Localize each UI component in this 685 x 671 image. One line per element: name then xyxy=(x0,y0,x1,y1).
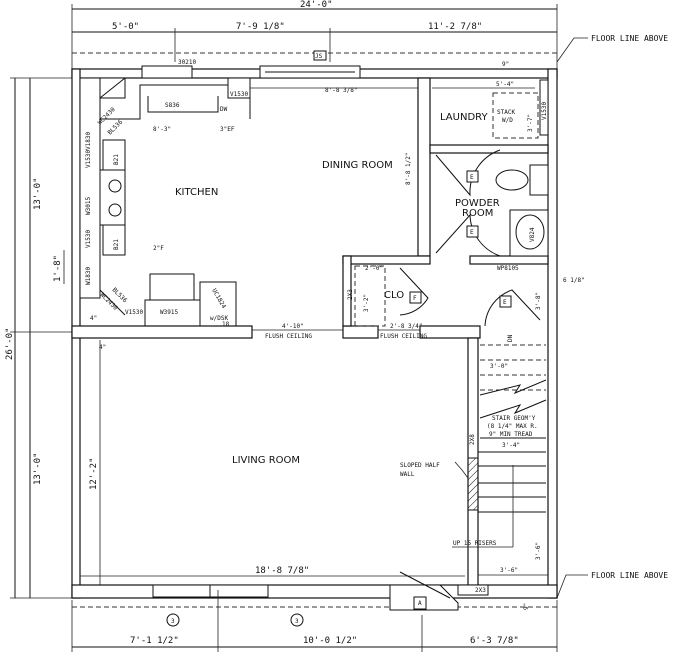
dim-top-overhang: 9" xyxy=(502,61,509,68)
dim-overall-width: 24'-0" xyxy=(300,0,333,10)
dim-clo-stud: 2X3 xyxy=(347,289,354,300)
door-tag: F xyxy=(413,295,417,302)
desk-label: 18 xyxy=(222,321,230,328)
dim-left-lower: 13'-0" xyxy=(33,452,43,485)
door-tag: E xyxy=(470,229,474,236)
dim-clo-depth: 3'-2" xyxy=(363,294,370,312)
dim-left-counter: 1'-8" xyxy=(53,255,63,282)
dishwasher-label: DW xyxy=(220,106,228,113)
cabinet-label: B21 xyxy=(113,239,120,250)
cabinet-label: V1530 xyxy=(125,309,143,316)
dim-top-c: 11'-2 7/8" xyxy=(428,22,482,32)
laundry: 5'-4" LAUNDRY STACK W/D 3'-7" V1530 xyxy=(432,79,549,139)
dim-left-overall: 26'-0" xyxy=(5,327,15,360)
interior-walls xyxy=(71,77,549,586)
stair-geometry-note: 9" MIN TREAD xyxy=(489,431,533,438)
dim-left-wall-a: 4" xyxy=(90,315,97,322)
stairs-dn-label: DN xyxy=(507,334,514,342)
dim-clo-width: 2'-0" xyxy=(365,265,383,272)
dim-top-b: 7'-9 1/8" xyxy=(236,22,285,32)
flush-ceiling-note: FLUSH CEILING xyxy=(380,333,427,340)
left-dimensions: 13'-0" 26'-0" 13'-0" 1'-8" 4" 4" 12'-2" xyxy=(5,77,106,599)
dim-bottom-c: 6'-3 7/8" xyxy=(470,636,519,646)
kitchen-cabinets: WC2430 BL536 V1530 S836 DW 8'-3" 3"EF V1… xyxy=(79,77,251,328)
dim-stack-depth: 3'-7" xyxy=(527,114,534,132)
dim-hall-depth: 3'-8" xyxy=(535,292,542,310)
dim-bottom-b: 10'-0 1/2" xyxy=(303,636,357,646)
dim-bottom-overhang: 9" xyxy=(523,603,530,610)
cabinet-label: W3915 xyxy=(160,309,178,316)
sink-label: S836 xyxy=(165,102,180,109)
dim-left-wall-b: 4" xyxy=(99,344,106,351)
floor-line-above-label: FLOOR LINE ABOVE xyxy=(591,571,668,580)
dim-bottom-a: 7'-1 1/2" xyxy=(130,636,179,646)
dim-ef: 3"EF xyxy=(220,126,235,133)
shelf-label: V1530 xyxy=(541,102,548,120)
dim-living-width: 18'-8 7/8" xyxy=(255,566,309,576)
top-dimensions: 24'-0" 5'-0" 7'-9 1/8" 11'-2 7/8" xyxy=(71,0,558,70)
room-dining: DINING ROOM xyxy=(322,160,393,171)
sloped-half-wall-note: SLOPED HALF xyxy=(400,462,440,469)
entry-door[interactable]: A 2X3 9" xyxy=(389,571,530,611)
dim-landing-width: 3'-6" xyxy=(500,567,518,574)
powder-room: V824 POWDER ROOM E E WP8105 6 1/8" xyxy=(435,149,585,284)
wp-label: WP8105 xyxy=(497,265,519,272)
dim-dining-width: 8'-8 3/8" xyxy=(325,87,358,94)
stair-geometry-note: STAIR GEOM'Y xyxy=(492,415,536,422)
dim-kitchen-opening: 4'-10" xyxy=(282,323,304,330)
room-powder: POWDER xyxy=(455,198,500,209)
cabinet-label: B21 xyxy=(113,154,120,165)
door-tag: E xyxy=(470,174,474,181)
cabinet-label: V1530 xyxy=(230,91,248,98)
stair-geometry-note: (8 1/4" MAX R. xyxy=(487,423,538,430)
cabinet-label: V1530 xyxy=(85,150,92,168)
window-tag: 3 xyxy=(171,618,175,625)
stairs[interactable]: DN 3'-0" STAIR GEOM'Y (8 1/4" MAX R. 9" … xyxy=(400,334,548,576)
dim-powder-offset: 6 1/8" xyxy=(563,277,585,284)
dim-top-a: 5'-0" xyxy=(112,22,139,32)
floor-line-above-label: FLOOR LINE ABOVE xyxy=(591,34,668,43)
dim-filler: 2"F xyxy=(153,245,164,252)
room-powder: ROOM xyxy=(462,208,493,219)
dim-stair-top: 3'-0" xyxy=(490,363,508,370)
door-tag: A xyxy=(418,600,422,607)
room-laundry: LAUNDRY xyxy=(440,112,488,123)
stack-label: STACK xyxy=(497,109,515,116)
cabinet-label: W1830 xyxy=(85,267,92,285)
window-label: 30210 xyxy=(178,59,196,66)
cabinet-label: V1530 xyxy=(85,230,92,248)
room-kitchen: KITCHEN xyxy=(175,187,218,198)
cabinet-label: BL536 xyxy=(106,118,124,136)
closet-hall: 2'-0" 3'-2" 2X3 CLO F E 3'-8" 4'-10" FLU… xyxy=(252,265,542,340)
dim-stair-width: 3'-4" xyxy=(502,442,520,449)
vanity-label: V824 xyxy=(529,227,536,242)
sloped-half-wall-note: WALL xyxy=(400,471,415,478)
dim-dining-depth: 8'-8 1/2" xyxy=(405,152,412,185)
dim-laundry-width: 5'-4" xyxy=(496,81,514,88)
room-closet: CLO xyxy=(384,290,404,301)
dim-left-upper: 13'-0" xyxy=(33,177,43,210)
stairs-up-label: UP 15 RISERS xyxy=(453,540,497,547)
cabinet-label: W3015 xyxy=(85,197,92,215)
dim-stair-stud: 2X8 xyxy=(469,434,476,445)
flush-ceiling-note: FLUSH CEILING xyxy=(265,333,312,340)
dim-landing-depth: 3'-6" xyxy=(535,542,542,560)
window-tag: 3 xyxy=(295,618,299,625)
cabinet-label: V1830 xyxy=(85,132,92,150)
room-living: LIVING ROOM xyxy=(232,455,300,466)
dim-counter-run: 8'-3" xyxy=(153,126,171,133)
bottom-dimensions: 3 3 7'-1 1/2" 10'-0 1/2" 6'-3 7/8" xyxy=(71,590,558,652)
dim-living-depth: 12'-2" xyxy=(89,457,99,490)
desk-label: w/DSK xyxy=(210,315,228,322)
stack-label: W/D xyxy=(502,117,513,124)
dim-entry-stud: 2X3 xyxy=(475,587,486,594)
dim-hall-opening: 2'-8 3/4" xyxy=(390,323,423,330)
door-tag: E xyxy=(503,299,507,306)
window-30210 xyxy=(141,65,193,79)
js-label: JS xyxy=(315,53,323,60)
